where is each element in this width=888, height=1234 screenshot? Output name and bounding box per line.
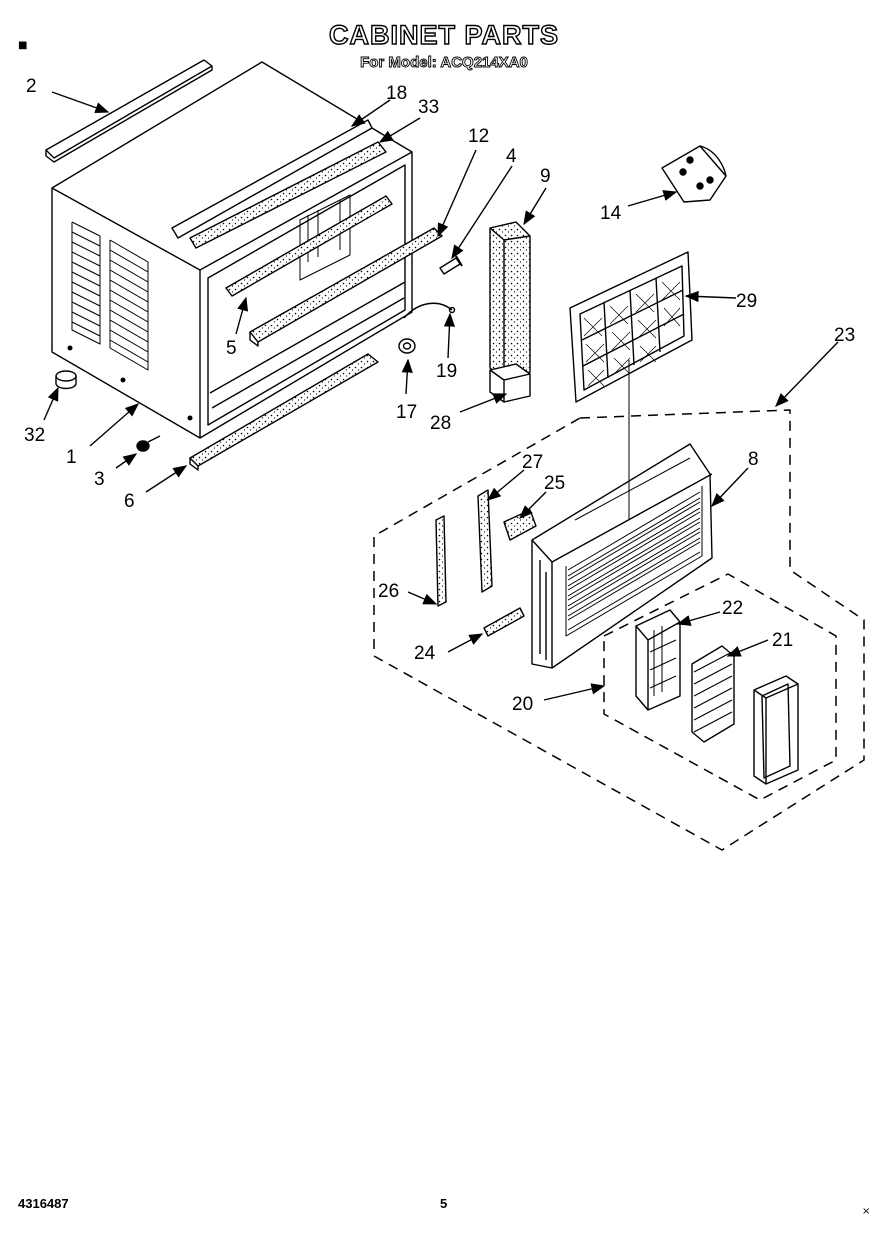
louver-frame bbox=[635, 609, 681, 711]
bolt-part bbox=[136, 435, 161, 452]
cabinet-louvers bbox=[71, 221, 149, 371]
nut-part bbox=[398, 338, 416, 354]
callout-24: 24 bbox=[414, 643, 436, 664]
top-foam-seal bbox=[189, 141, 387, 249]
corner-mark: × bbox=[862, 1206, 871, 1217]
callout-12: 12 bbox=[468, 126, 489, 147]
callout-17: 17 bbox=[396, 402, 417, 423]
callout-2: 2 bbox=[26, 76, 37, 97]
vane-assembly bbox=[691, 645, 735, 743]
callout-18: 18 bbox=[386, 83, 407, 104]
vane-frame bbox=[753, 675, 799, 785]
left-foam-strip bbox=[435, 515, 447, 607]
callout-14: 14 bbox=[600, 203, 622, 224]
callout-32: 32 bbox=[24, 425, 45, 446]
callout-4: 4 bbox=[506, 146, 517, 167]
callout-23: 23 bbox=[834, 325, 855, 346]
callout-25: 25 bbox=[544, 473, 565, 494]
part-number: 4316487 bbox=[18, 1196, 69, 1211]
cabinet-foot bbox=[55, 370, 77, 390]
callout-labels: 2 18 33 12 4 9 14 29 23 5 19 17 28 32 1 … bbox=[24, 76, 855, 715]
callout-1: 1 bbox=[66, 447, 77, 468]
air-filter-grid bbox=[569, 251, 693, 403]
callout-21: 21 bbox=[772, 630, 793, 651]
page-number: 5 bbox=[440, 1196, 448, 1211]
callout-28: 28 bbox=[430, 413, 451, 434]
callout-26: 26 bbox=[378, 581, 399, 602]
small-foam-pad bbox=[503, 509, 537, 541]
mounting-bracket bbox=[661, 145, 727, 203]
bottom-channel bbox=[189, 353, 379, 467]
short-foam-strip bbox=[483, 607, 525, 637]
screw-part bbox=[439, 255, 463, 275]
corner-mark: ■ bbox=[18, 40, 28, 51]
callout-6: 6 bbox=[124, 491, 135, 512]
page-title: CABINET PARTS bbox=[328, 19, 559, 50]
callout-9: 9 bbox=[540, 166, 551, 187]
leader-lines bbox=[43, 91, 839, 701]
callout-33: 33 bbox=[418, 97, 439, 118]
top-rail bbox=[171, 119, 373, 239]
foam-filter-pad bbox=[489, 221, 531, 381]
callout-27: 27 bbox=[522, 452, 543, 473]
vane-assembly-boundary bbox=[603, 573, 837, 801]
mid-foam-seal bbox=[225, 195, 393, 297]
callout-22: 22 bbox=[722, 598, 743, 619]
callout-5: 5 bbox=[226, 338, 237, 359]
side-foam-strip bbox=[477, 489, 493, 593]
callout-3: 3 bbox=[94, 469, 105, 490]
callout-19: 19 bbox=[436, 361, 457, 382]
front-grille bbox=[531, 443, 713, 669]
callout-29: 29 bbox=[736, 291, 757, 312]
callout-20: 20 bbox=[512, 694, 533, 715]
callout-8: 8 bbox=[748, 449, 759, 470]
wire-clip bbox=[403, 302, 453, 319]
model-subtitle: For Model: ACQ214XA0 bbox=[360, 54, 529, 72]
front-assembly-boundary bbox=[373, 409, 865, 851]
foam-block bbox=[489, 363, 531, 403]
